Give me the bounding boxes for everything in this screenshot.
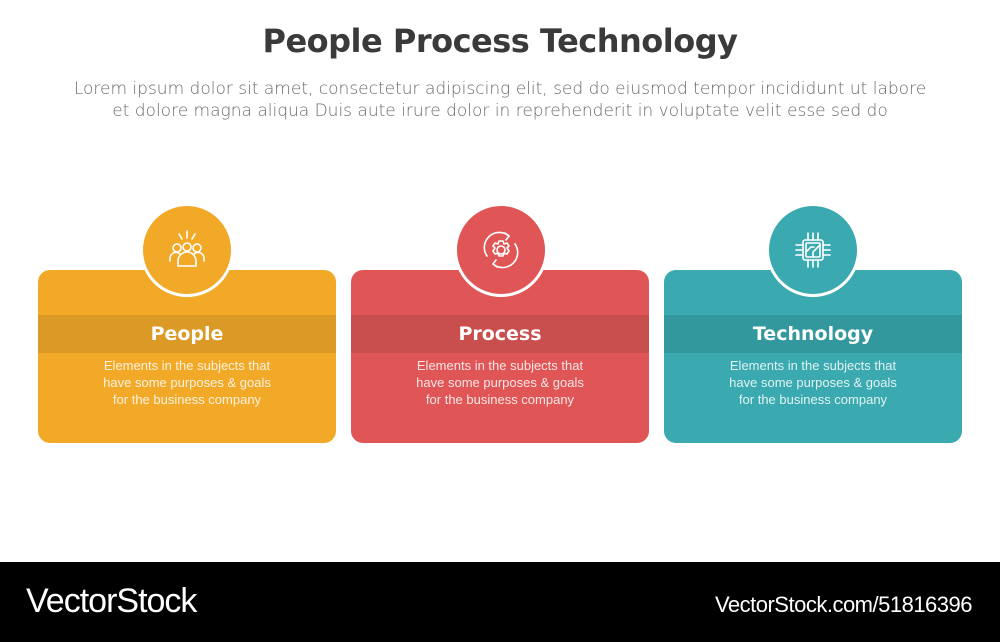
card-technology-description: Elements in the subjects that have some …	[729, 358, 897, 407]
people-group-icon	[169, 230, 205, 267]
card-process: Process Elements in the subjects that ha…	[351, 270, 649, 443]
technology-icon-circle	[766, 203, 860, 297]
card-technology: Technology Elements in the subjects that…	[664, 270, 962, 443]
card-people-title: People	[150, 323, 224, 345]
page-subtitle: Lorem ipsum dolor sit amet, consectetur …	[73, 79, 927, 121]
image-reference: VectorStock.com/51816396	[714, 592, 973, 617]
card-technology-title: Technology	[752, 323, 874, 345]
process-icon-circle	[454, 203, 548, 297]
gear-cycle-icon	[483, 231, 519, 269]
card-people: People Elements in the subjects that hav…	[38, 270, 336, 443]
watermark-footer: VectorStock VectorStock.com/51816396	[0, 562, 1000, 642]
brand-logo: VectorStock	[26, 582, 197, 620]
page-title: People Process Technology	[262, 22, 739, 60]
card-technology-title-band: Technology	[664, 315, 962, 353]
card-people-description: Elements in the subjects that have some …	[103, 358, 271, 407]
card-process-title-band: Process	[351, 315, 649, 353]
card-process-description: Elements in the subjects that have some …	[416, 358, 584, 407]
cpu-chip-icon	[795, 232, 831, 268]
card-process-title: Process	[458, 323, 542, 345]
card-people-title-band: People	[38, 315, 336, 353]
people-icon-circle	[140, 203, 234, 297]
